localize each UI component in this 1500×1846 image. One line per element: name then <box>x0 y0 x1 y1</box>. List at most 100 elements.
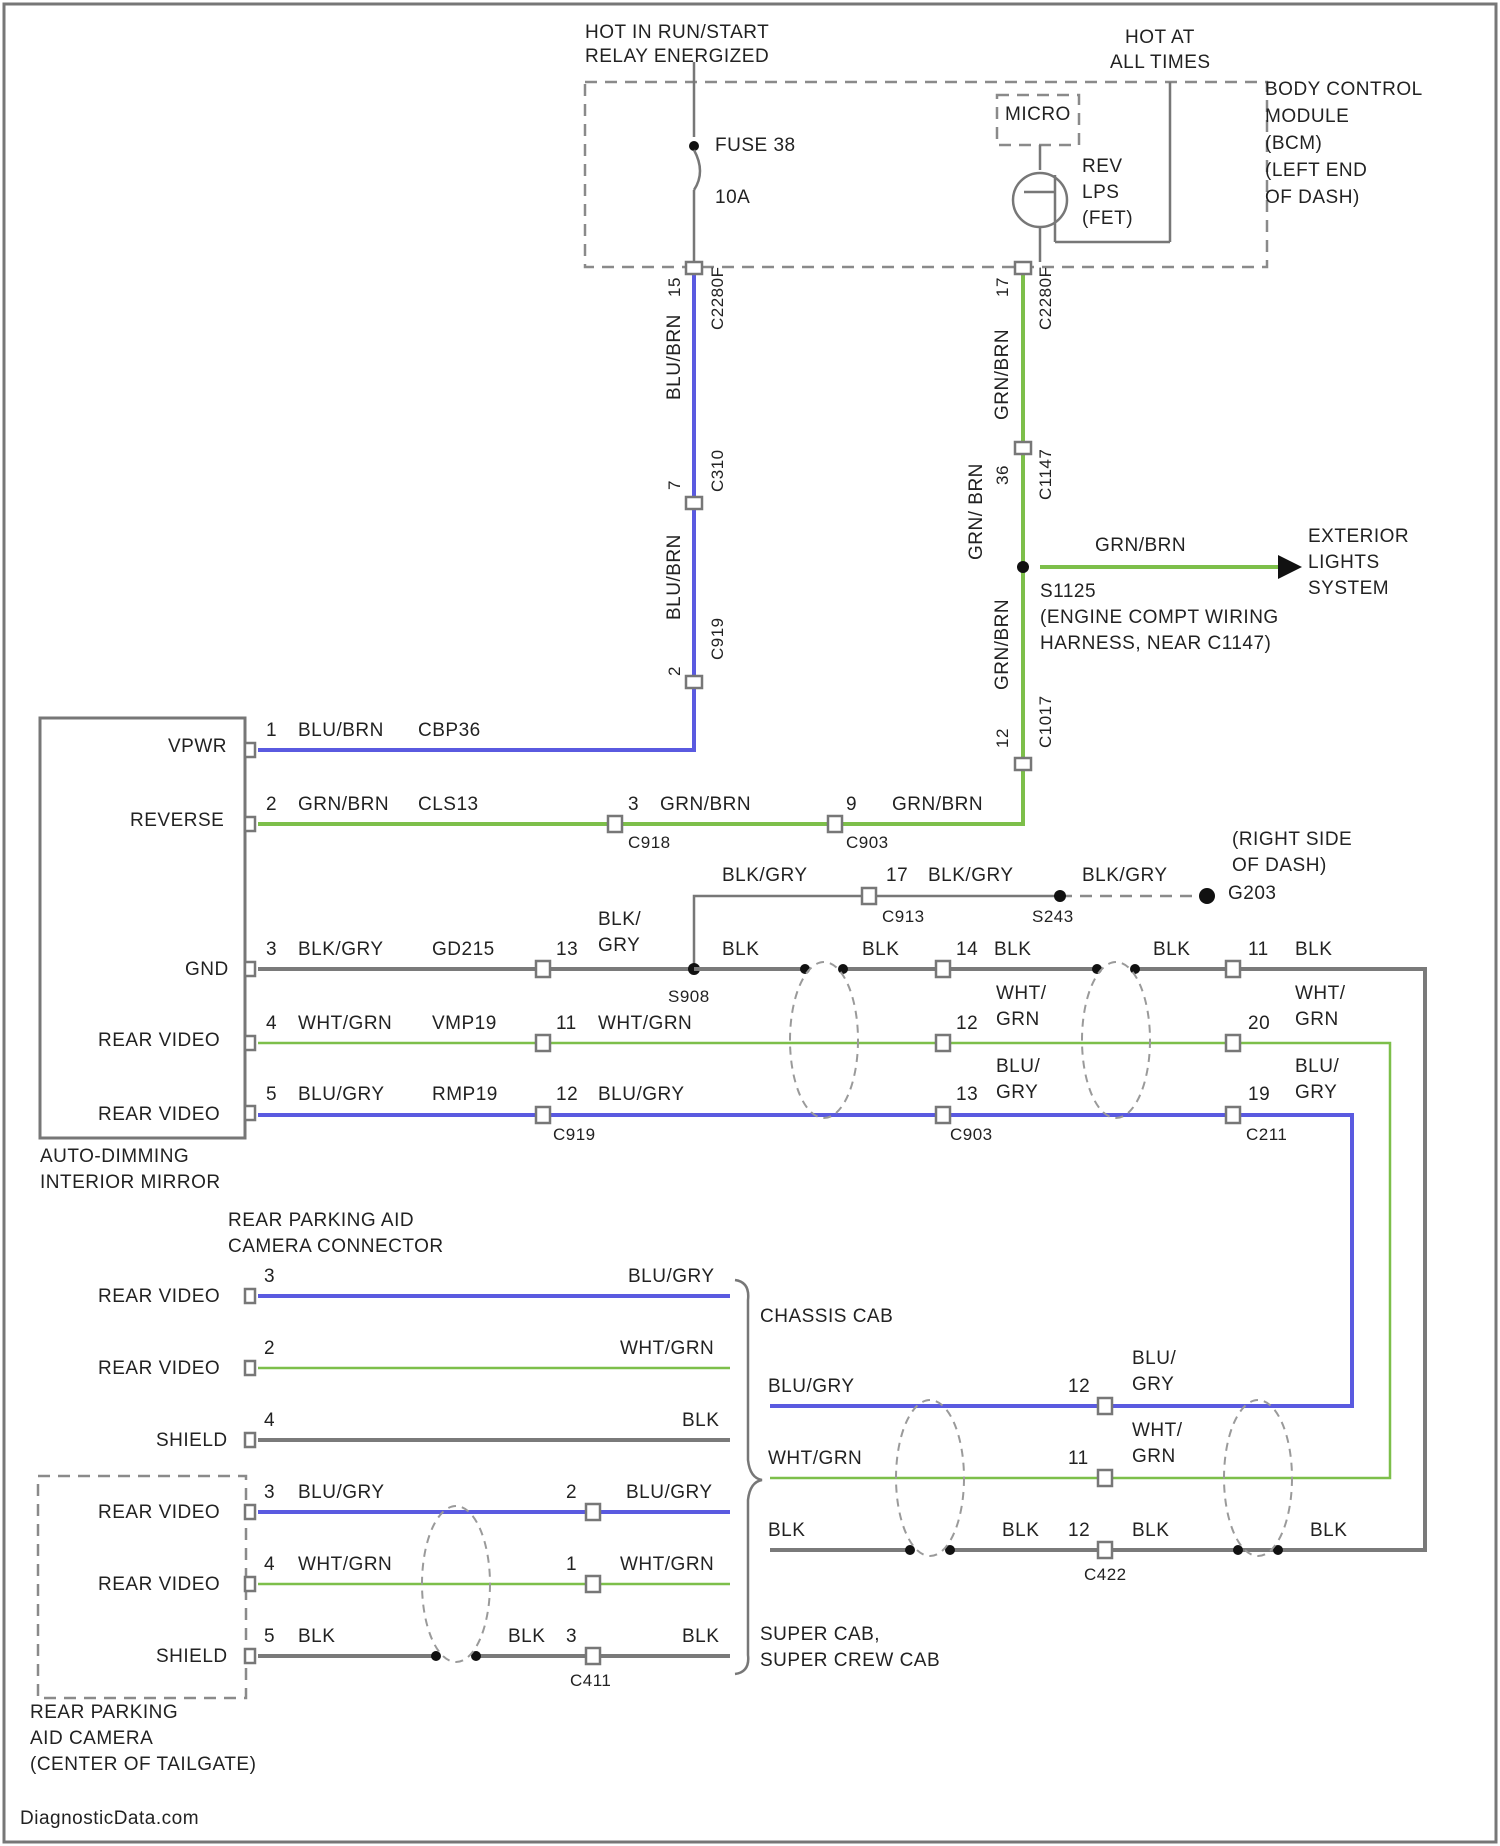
c2280f-right-connector <box>1015 262 1031 274</box>
rev-color-b: GRN/BRN <box>892 794 983 815</box>
bcm-label-3: (BCM) <box>1265 133 1322 154</box>
mirror-box <box>40 718 245 1138</box>
c1-pin-1: 13 <box>556 939 578 960</box>
mirror-row4-color: WHT/GRN <box>298 1013 392 1034</box>
bus-blugry-s2b: GRY <box>1295 1082 1337 1103</box>
c411-connector-3 <box>586 1648 600 1664</box>
exterior-arrow-icon <box>1278 555 1302 579</box>
bus-whtgrn-1: WHT/GRN <box>598 1013 692 1034</box>
mirror-pin-stub-5 <box>245 1106 255 1120</box>
c918-connector <box>608 816 622 832</box>
vpwr-wire <box>258 270 694 750</box>
rev-pin-a: 3 <box>628 794 639 815</box>
bus-whtgrn-s1a: WHT/ <box>996 983 1047 1004</box>
super-cab-label-1: SUPER CAB, <box>760 1624 880 1645</box>
shield-oval-2 <box>1082 962 1150 1118</box>
chassis-blk-2: BLK <box>1132 1520 1169 1541</box>
mirror-label-2: INTERIOR MIRROR <box>40 1172 221 1193</box>
bus-blk-4: BLK <box>1153 939 1190 960</box>
mirror-row2-pin: 2 <box>266 794 277 815</box>
camera-pin-2: REAR VIDEO <box>98 1574 220 1595</box>
g203-ground-icon <box>1199 888 1215 904</box>
exterior-label-2: LIGHTS <box>1308 552 1380 573</box>
c2-pin-1: 14 <box>956 939 978 960</box>
mirror-pin-stub-4 <box>245 1036 255 1050</box>
c919-bus-connector-2 <box>536 1035 550 1051</box>
splice-label-1: S1125 <box>1040 581 1096 602</box>
rev-lps-3: (FET) <box>1082 208 1133 229</box>
gnd-s908: S908 <box>668 987 710 1006</box>
s243-splice <box>1054 890 1066 902</box>
splice-wire-color: GRN/BRN <box>1095 535 1186 556</box>
gnd-g-label-1: (RIGHT SIDE <box>1232 829 1352 850</box>
hot-all-label-1: HOT AT <box>1125 27 1195 48</box>
camera-label-1: REAR PARKING <box>30 1702 178 1723</box>
blk-shield-dot-3 <box>1092 964 1102 974</box>
rev-pin-b: 9 <box>846 794 857 815</box>
chassis-color-3: BLK <box>768 1520 805 1541</box>
chassis-label: CHASSIS CAB <box>760 1306 893 1327</box>
chassis-stack2-b: GRN <box>1132 1446 1176 1467</box>
c3-conn: C211 <box>1246 1125 1287 1144</box>
c422-connector-3 <box>1098 1542 1112 1558</box>
bus-blk-2: BLK <box>862 939 899 960</box>
mirror-pin-vpwr: VPWR <box>168 736 227 757</box>
camera-dot-1 <box>431 1651 441 1661</box>
camera-pin-3: SHIELD <box>156 1646 228 1667</box>
blk-bus-3 <box>1135 969 1425 1550</box>
cam-conn-num-3: 4 <box>264 1410 275 1431</box>
bcm-label-2: MODULE <box>1265 106 1349 127</box>
mirror-row1-color: BLU/BRN <box>298 720 384 741</box>
chassis-color-2: WHT/GRN <box>768 1448 862 1469</box>
c310-connector <box>686 497 702 509</box>
left-color-1: BLU/BRN <box>664 314 685 400</box>
watermark: DiagnosticData.com <box>20 1808 199 1829</box>
left-pin-7: 7 <box>665 480 684 490</box>
bus-blk-3: BLK <box>994 939 1031 960</box>
mirror-pin-video-2: REAR VIDEO <box>98 1104 220 1125</box>
camera-num-2: 4 <box>264 1554 275 1575</box>
c913-connector <box>862 888 876 904</box>
chassis-dot-3 <box>1233 1545 1243 1555</box>
chassis-blk-3: BLK <box>1310 1520 1347 1541</box>
gnd-blkgry-1: BLK/ <box>598 909 641 930</box>
mirror-row5-pin: 5 <box>266 1084 277 1105</box>
c1147-connector <box>1015 442 1031 454</box>
cam-conn-color-3: BLK <box>682 1410 719 1431</box>
mirror-row5-color: BLU/GRY <box>298 1084 385 1105</box>
right-pin-36: 36 <box>993 465 1012 485</box>
c211-bus-connector-2 <box>1226 1035 1240 1051</box>
left-conn-c919: C919 <box>708 617 727 660</box>
camera-color-3: BLK <box>298 1626 335 1647</box>
harness-brace <box>735 1280 762 1674</box>
left-pin-2: 2 <box>665 666 684 676</box>
c211-bus-connector-1 <box>1226 961 1240 977</box>
s1125-splice <box>1017 561 1029 573</box>
cam-conn-pin-2: REAR VIDEO <box>98 1358 220 1379</box>
left-conn-c2280f: C2280F <box>708 267 727 330</box>
fet-icon <box>1013 173 1067 227</box>
blk-shield-dot-2 <box>838 964 848 974</box>
c3-pin-2: 20 <box>1248 1013 1270 1034</box>
camera-stub-2 <box>245 1577 255 1591</box>
right-color-side: GRN/ BRN <box>966 463 987 560</box>
chassis-stack2-a: WHT/ <box>1132 1420 1183 1441</box>
c422-connector-1 <box>1098 1398 1112 1414</box>
splice-label-2: (ENGINE COMPT WIRING <box>1040 607 1279 628</box>
cam-conn-pin-1: REAR VIDEO <box>98 1286 220 1307</box>
c411-pin-3: 3 <box>566 1626 577 1647</box>
mirror-pin-video-1: REAR VIDEO <box>98 1030 220 1051</box>
camera-label-2: AID CAMERA <box>30 1728 153 1749</box>
c3-pin-1: 11 <box>1248 939 1269 960</box>
right-color-1: GRN/BRN <box>992 329 1013 420</box>
fuse-label: FUSE 38 <box>715 135 796 156</box>
gnd-top-color: BLK/GRY <box>722 865 808 886</box>
c1-pin-3: 12 <box>556 1084 578 1105</box>
c3-pin-3: 19 <box>1248 1084 1270 1105</box>
mirror-pin-stub-1 <box>245 743 255 757</box>
cam-conn-title-2: CAMERA CONNECTOR <box>228 1236 444 1257</box>
left-color-2: BLU/BRN <box>664 534 685 620</box>
c411-color-3: BLK <box>682 1626 719 1647</box>
gnd-blkgry-2: GRY <box>598 935 640 956</box>
mirror-pin-stub-2 <box>245 817 255 831</box>
